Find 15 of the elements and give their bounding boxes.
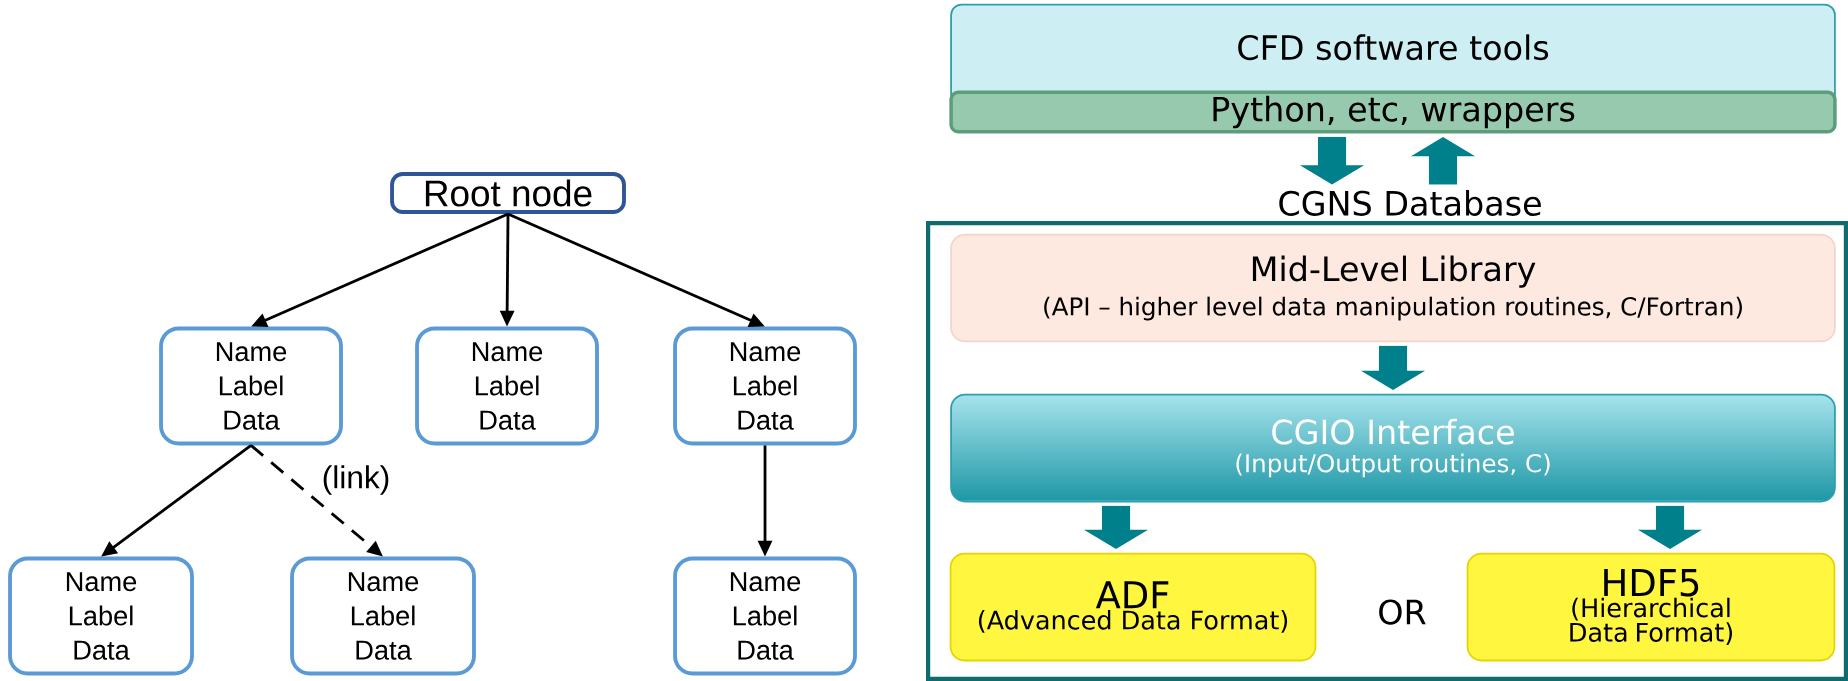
tree-node-box: Name Label Data <box>159 326 343 446</box>
or-label: OR <box>1379 599 1426 625</box>
tree-node-box: Name Label Data <box>415 326 599 446</box>
tree-node-box: Name Label Data <box>673 556 857 676</box>
tree-node-box: Name Label Data <box>673 326 857 446</box>
format-box: HDF5 (Hierarchical Data Format) <box>1466 552 1836 662</box>
format-box: ADF (Advanced Data Format) <box>949 552 1317 662</box>
library-box: Mid-Level Library (API – higher level data manipulation routines, C/Fortran) <box>950 233 1836 343</box>
edge-label: (link) <box>320 463 393 497</box>
interface-box: CGIO Interface (Input/Output routines, C) <box>950 393 1836 503</box>
tree-node-box: Name Label Data <box>290 556 476 676</box>
root-node-box: Root node <box>390 172 626 214</box>
wrapper-band: Python, etc, wrappers <box>949 90 1837 134</box>
node-label: CGNS Database <box>1279 190 1541 216</box>
tree-node-box: Name Label Data <box>8 556 194 676</box>
